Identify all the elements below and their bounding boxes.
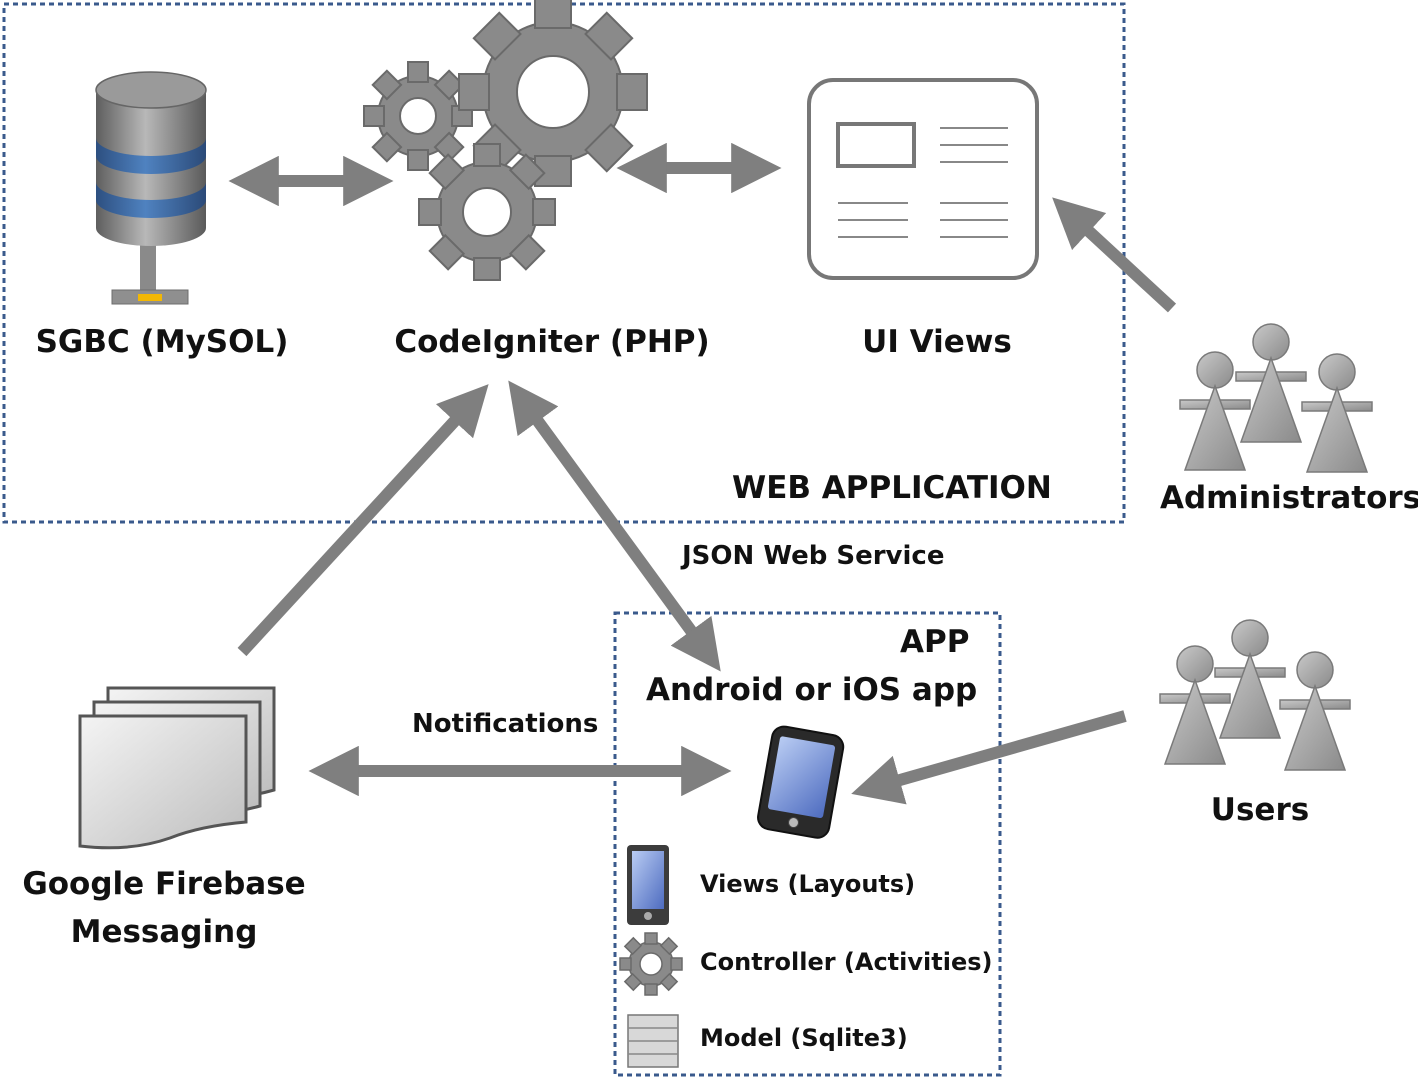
smartphone-icon (757, 725, 845, 839)
administrators-icon (1179, 323, 1373, 473)
arrow-framework-app (508, 380, 721, 672)
web-application-label: WEB APPLICATION (732, 470, 1052, 506)
framework-label: CodeIgniter (PHP) (394, 324, 710, 360)
arrow-users-app (851, 710, 1127, 805)
firebase-documents-icon (78, 686, 276, 850)
legend-views-label: Views (Layouts) (700, 870, 916, 898)
db-label: SGBC (MySOL) (35, 324, 289, 360)
database-icon (95, 71, 207, 305)
app-frame (613, 611, 1002, 1077)
users-icon (1159, 619, 1351, 771)
firebase-label-line1: Google Firebase (22, 866, 306, 902)
controller-legend-icon (619, 932, 683, 996)
arrow-firebase-framework (237, 384, 489, 657)
app-frame-label: APP (900, 624, 970, 660)
arrow-admins-views (1052, 197, 1177, 313)
ui-views-icon (807, 78, 1039, 280)
legend-model-label: Model (Sqlite3) (700, 1024, 908, 1052)
model-legend-icon (627, 1014, 679, 1068)
views-legend-icon (627, 845, 669, 925)
gears-icon (363, 0, 648, 281)
users-label: Users (1210, 792, 1310, 828)
administrators-label: Administrators (1160, 480, 1418, 516)
app-title: Android or iOS app (646, 672, 978, 708)
json-web-service-label: JSON Web Service (682, 541, 945, 571)
ui-views-label: UI Views (862, 324, 1012, 360)
notifications-label: Notifications (412, 709, 599, 739)
legend-controller-label: Controller (Activities) (700, 948, 993, 976)
firebase-label-line2: Messaging (70, 914, 258, 950)
